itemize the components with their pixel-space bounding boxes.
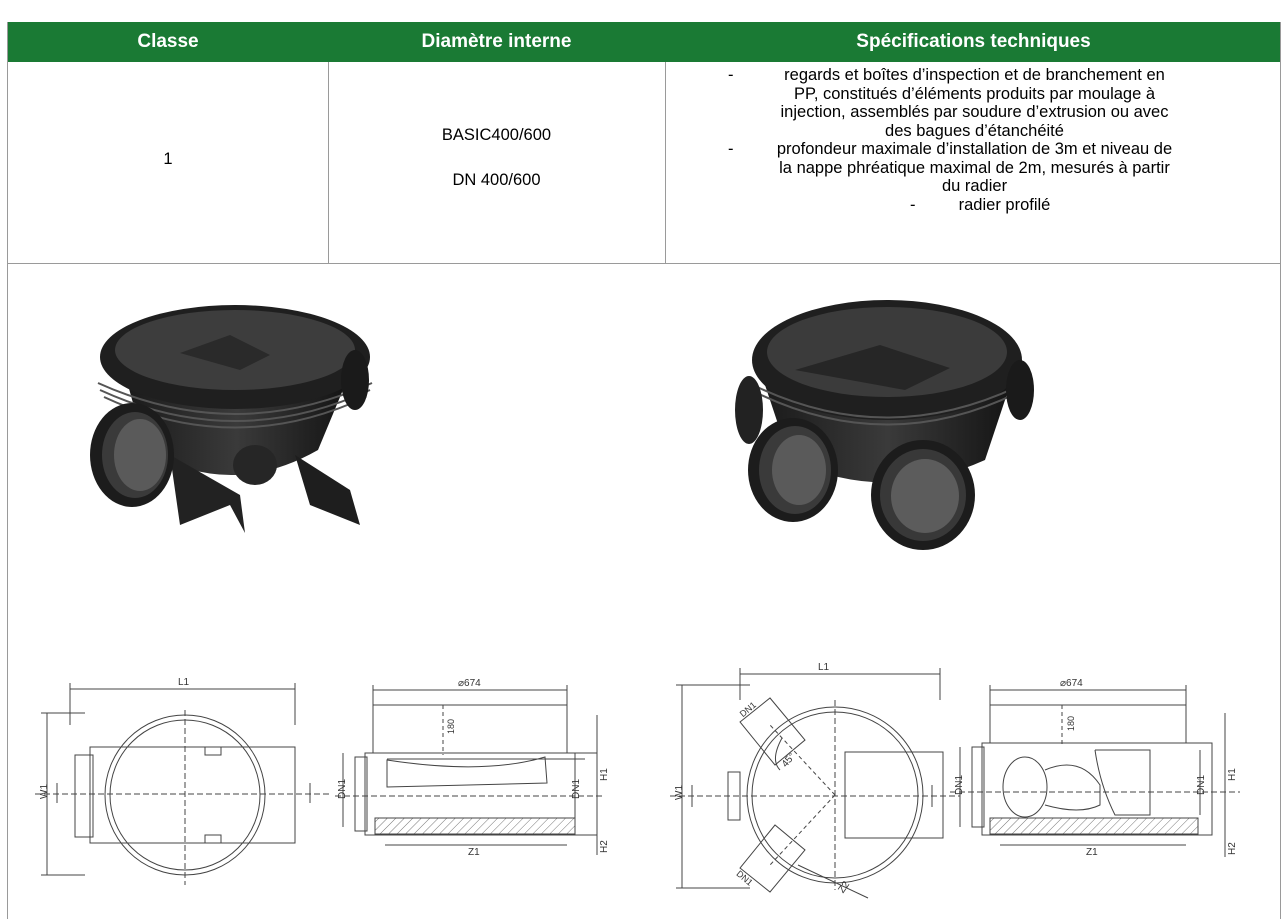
label-DN1-a: DN1 (954, 775, 965, 795)
label-H2: H2 (599, 840, 610, 853)
label-DN1-bottom: DN1 (734, 869, 754, 888)
drawing-top-view-2: L1 W1 DN1 DN1 45° Z2 (670, 662, 960, 899)
label-Z1: Z1 (1086, 847, 1098, 858)
classe-value: 1 (163, 150, 173, 168)
label-H1: H1 (599, 768, 610, 781)
drawing-side-view-1: ⌀674 180 DN1 DN1 H1 H2 Z1 (335, 678, 610, 858)
column-divider (665, 62, 666, 264)
label-DN1-b: DN1 (571, 779, 582, 799)
label-H1: H1 (1227, 768, 1238, 781)
label-diameter: ⌀674 (458, 678, 481, 689)
label-angle: 45° (780, 751, 798, 770)
header-diametre: Diamètre interne (421, 31, 572, 52)
spec-item: - regards et boîtes d’inspection et de b… (728, 66, 1169, 140)
label-180: 180 (1066, 716, 1076, 731)
label-W1: W1 (674, 785, 685, 800)
column-divider (328, 62, 329, 264)
label-DN1-a: DN1 (337, 779, 348, 799)
label-diameter: ⌀674 (1060, 678, 1083, 689)
specifications-list: - regards et boîtes d’inspection et de b… (673, 66, 1276, 214)
label-DN1-b: DN1 (1196, 775, 1207, 795)
label-W1: W1 (39, 784, 50, 799)
label-H2: H2 (1227, 842, 1238, 855)
manhole-photo-2 (735, 300, 1034, 550)
diameter-value-2: DN 400/600 (452, 171, 541, 189)
manhole-photo-1 (90, 305, 373, 533)
drawing-side-view-2: ⌀674 180 DN1 DN1 H1 H2 Z1 (950, 678, 1240, 858)
diameter-value-1: BASIC400/600 (441, 126, 552, 144)
drawing-top-view-1: L1 W1 (35, 677, 330, 885)
label-L1: L1 (818, 662, 830, 673)
spec-table: Classe Diamètre interne Spécifications t… (7, 22, 1281, 919)
label-L1: L1 (178, 677, 190, 688)
label-Z1: Z1 (468, 847, 480, 858)
spec-item: - radier profilé (910, 195, 1051, 214)
header-specifications: Spécifications techniques (856, 31, 1091, 52)
table-header: Classe Diamètre interne Spécifications t… (8, 22, 1280, 62)
label-180: 180 (446, 719, 456, 734)
spec-item: - profondeur maximale d’installation de … (728, 140, 1173, 195)
header-classe: Classe (137, 31, 199, 52)
row-divider (8, 263, 1280, 264)
